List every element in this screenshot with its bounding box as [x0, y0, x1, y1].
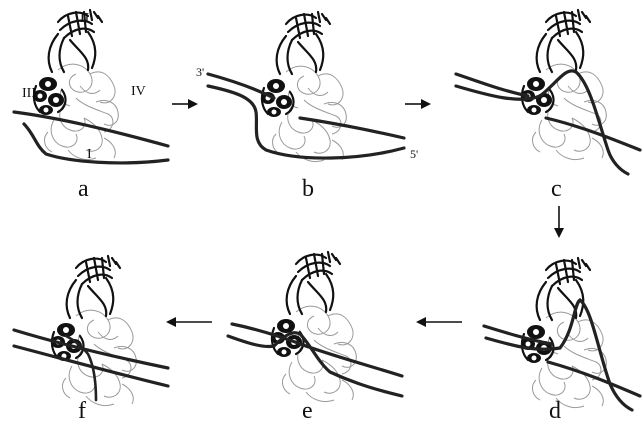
arrow-c-to-d — [554, 206, 564, 238]
protein-structure-b — [261, 12, 346, 162]
panel-label-d: d — [549, 398, 561, 424]
arrow-e-to-f — [166, 317, 212, 327]
panel-f: f — [14, 256, 168, 424]
dna-strand-upper-e — [228, 333, 402, 396]
arrow-a-to-b — [172, 99, 198, 109]
protein-structure-f — [51, 256, 136, 406]
domain-label-I: I — [87, 147, 92, 162]
panel-c: c — [456, 10, 640, 202]
panel-a: II III IV I a — [14, 10, 168, 202]
strand-end-5prime: 5' — [410, 147, 418, 161]
dna-loop-strand-b — [208, 86, 404, 158]
panel-label-a: a — [78, 176, 89, 202]
panel-e: e — [228, 252, 402, 424]
strand-end-3prime: 3' — [196, 65, 204, 79]
panel-label-e: e — [302, 398, 313, 424]
arrow-d-to-e — [416, 317, 462, 327]
domain-label-II: II — [80, 11, 90, 26]
panel-b: 3' 5' b — [196, 12, 418, 202]
domain-label-IV: IV — [131, 84, 146, 99]
dna-duplex-upper-b — [300, 118, 404, 138]
panel-d: d — [484, 258, 640, 424]
dna-duplex-lower-a — [24, 124, 168, 163]
dna-strand-upper-c — [456, 74, 528, 96]
panel-label-c: c — [551, 176, 562, 202]
dna-strand-lower-e — [232, 324, 402, 376]
panel-label-b: b — [302, 176, 314, 202]
dna-duplex-c — [546, 118, 640, 150]
domain-label-III: III — [22, 86, 36, 101]
protein-structure-c — [521, 10, 606, 160]
arrow-b-to-c — [405, 99, 431, 109]
panel-label-f: f — [78, 398, 86, 424]
dna-strand-lower-d — [486, 300, 632, 410]
protein-structure-a — [33, 10, 118, 160]
